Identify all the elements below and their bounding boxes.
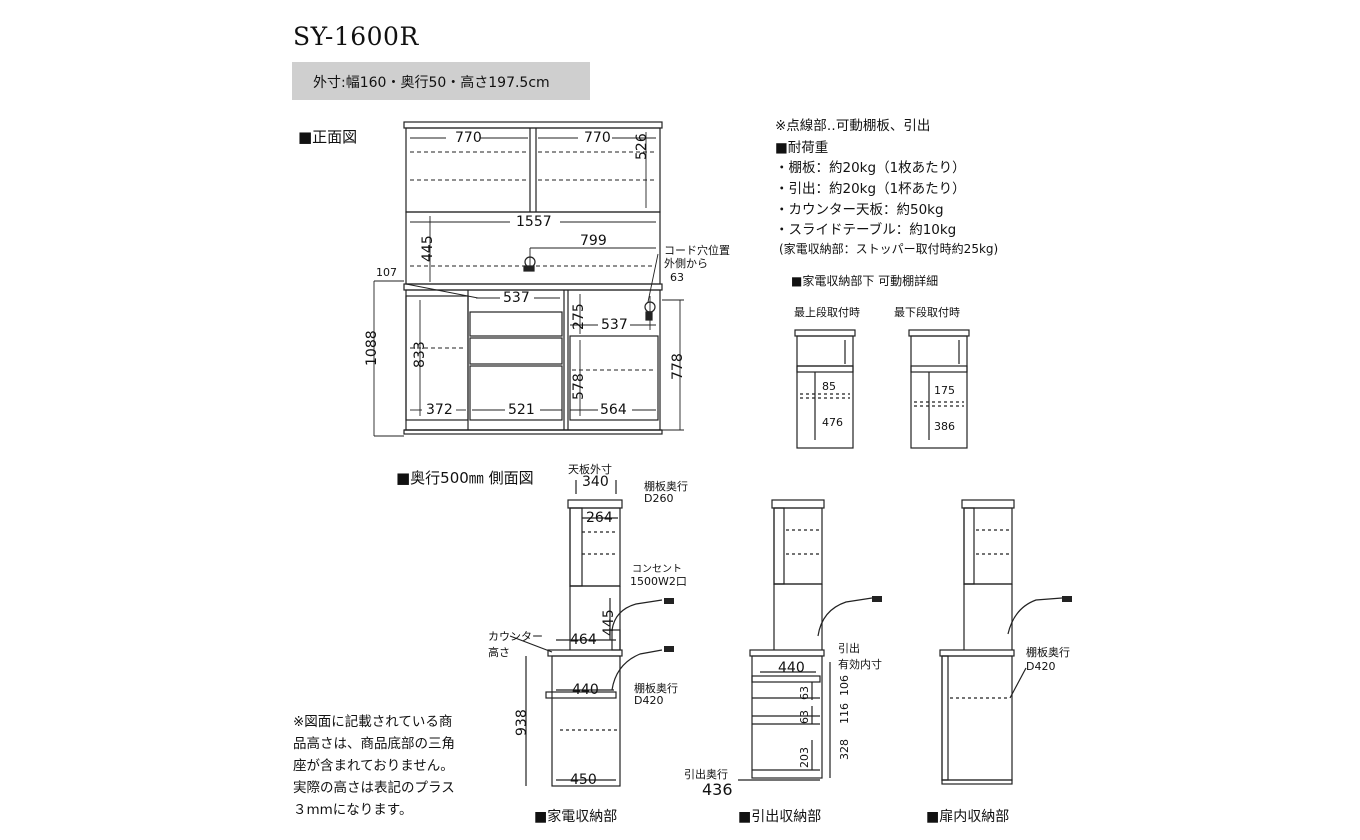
dim-cord-offset: 63 xyxy=(670,271,684,284)
dim-938-height: 938 xyxy=(514,709,530,736)
dim-bottom-left-width: 372 xyxy=(426,402,453,418)
dim-left-lower: 476 xyxy=(822,416,843,429)
dim-left-offset: 107 xyxy=(376,266,397,279)
dim-right-lower-height: 578 xyxy=(571,373,587,400)
dim-total-height: 1088 xyxy=(364,330,380,366)
caption-drawer: ■引出収納部 xyxy=(738,809,822,825)
dim-203: 203 xyxy=(798,747,811,768)
counter-label-1: カウンター xyxy=(488,630,543,643)
load-item-slide: ・スライドテーブル：約10kg xyxy=(775,222,957,238)
shelf-detail-right-label: 最下段取付時 xyxy=(894,306,960,319)
dim-right-lower: 386 xyxy=(934,420,955,433)
dim-bottom-right-width: 564 xyxy=(600,402,627,418)
dim-106: 106 xyxy=(838,675,851,696)
drawer-depth-label: 引出奥行 xyxy=(684,768,728,781)
dim-right-drawer-height: 275 xyxy=(571,303,587,330)
dim-shelf-width: 264 xyxy=(586,510,613,526)
dim-328: 328 xyxy=(838,739,851,760)
load-item-drawer: ・引出：約20kg（1杯あたり） xyxy=(775,181,966,197)
caption-appliance: ■家電収納部 xyxy=(534,809,618,825)
dim-middle-height: 445 xyxy=(420,235,436,262)
caption-door: ■扉内収納部 xyxy=(926,809,1010,825)
outer-size-text: 外寸:幅160・奥行50・高さ197.5cm xyxy=(313,75,550,91)
dim-right-height: 778 xyxy=(670,353,686,380)
dim-bottom-mid-width: 521 xyxy=(508,402,535,418)
side-view-heading: ■奥行500㎜ 側面図 xyxy=(396,469,534,487)
door-shelf-label-1: 棚板奥行 xyxy=(1026,646,1070,659)
dim-top-height: 526 xyxy=(634,133,650,160)
dim-counter-height: 445 xyxy=(601,609,617,636)
dim-drawer-depth: 436 xyxy=(702,780,733,799)
model-title: SY-1600R xyxy=(293,22,419,51)
lower-shelf-label-2: D420 xyxy=(634,694,664,707)
top-outer-label: 天板外寸 xyxy=(568,463,612,476)
load-item-shelf: ・棚板：約20kg（1枚あたり） xyxy=(775,160,966,176)
dim-right-drawer-width: 537 xyxy=(601,317,628,333)
dim-hole-width: 799 xyxy=(580,233,607,249)
lower-shelf-label-1: 棚板奥行 xyxy=(634,682,678,695)
upper-shelf-label-2: D260 xyxy=(644,492,674,505)
dim-slide-width: 440 xyxy=(572,682,599,698)
cord-label-2: 外側から xyxy=(664,257,708,270)
upper-shelf-label-1: 棚板奥行 xyxy=(644,480,688,493)
front-view-heading: ■正面図 xyxy=(298,128,358,146)
front-counter xyxy=(403,283,663,291)
counter-label-2: 高さ xyxy=(488,646,510,659)
dim-inner-width: 1557 xyxy=(516,214,552,230)
dim-left-upper: 85 xyxy=(822,380,836,393)
load-note: (家電収納部：ストッパー取付時約25kg) xyxy=(779,242,999,256)
footnote-line-4: 実際の高さは表記のプラス xyxy=(293,780,455,796)
load-item-counter: ・カウンター天板：約50kg xyxy=(775,202,944,218)
outlet-label-1: コンセント xyxy=(632,564,682,575)
dim-drawer-width: 440 xyxy=(778,660,805,676)
drawer-inner-label-1: 引出 xyxy=(838,642,860,655)
shelf-detail-heading: ■家電収納部下 可動棚詳細 xyxy=(791,274,939,288)
dim-top-width: 340 xyxy=(582,474,609,490)
load-heading: ■耐荷重 xyxy=(775,140,829,156)
dim-top-left-width: 770 xyxy=(455,130,482,146)
front-upper-cabinet xyxy=(405,127,661,213)
footnote-line-1: ※図面に記載されている商 xyxy=(293,714,453,730)
outer-size-bar xyxy=(292,62,590,100)
door-shelf-label-2: D420 xyxy=(1026,660,1056,673)
dim-right-upper: 175 xyxy=(934,384,955,397)
outlet-label-2: 1500W2口 xyxy=(630,575,687,588)
dotted-note: ※点線部‥可動棚板、引出 xyxy=(775,118,931,134)
dim-left-height: 833 xyxy=(412,341,428,368)
drawer-inner-label-2: 有効内寸 xyxy=(838,658,882,671)
dim-drawer-width: 537 xyxy=(503,290,530,306)
footnote-line-2: 品高さは、商品底部の三角 xyxy=(293,736,455,752)
footnote-line-5: ３mmになります。 xyxy=(293,802,413,818)
dim-top-right-width: 770 xyxy=(584,130,611,146)
dim-116: 116 xyxy=(838,703,851,724)
shelf-detail-left-label: 最上段取付時 xyxy=(794,306,860,319)
footnote-line-3: 座が含まれておりません。 xyxy=(293,758,454,774)
dim-counter-width: 464 xyxy=(570,632,597,648)
cord-label-1: コード穴位置 xyxy=(664,244,730,257)
front-top-board xyxy=(403,121,663,129)
dim-63b: 63 xyxy=(798,710,811,724)
dim-63a: 63 xyxy=(798,686,811,700)
dim-bottom-width: 450 xyxy=(570,772,597,788)
